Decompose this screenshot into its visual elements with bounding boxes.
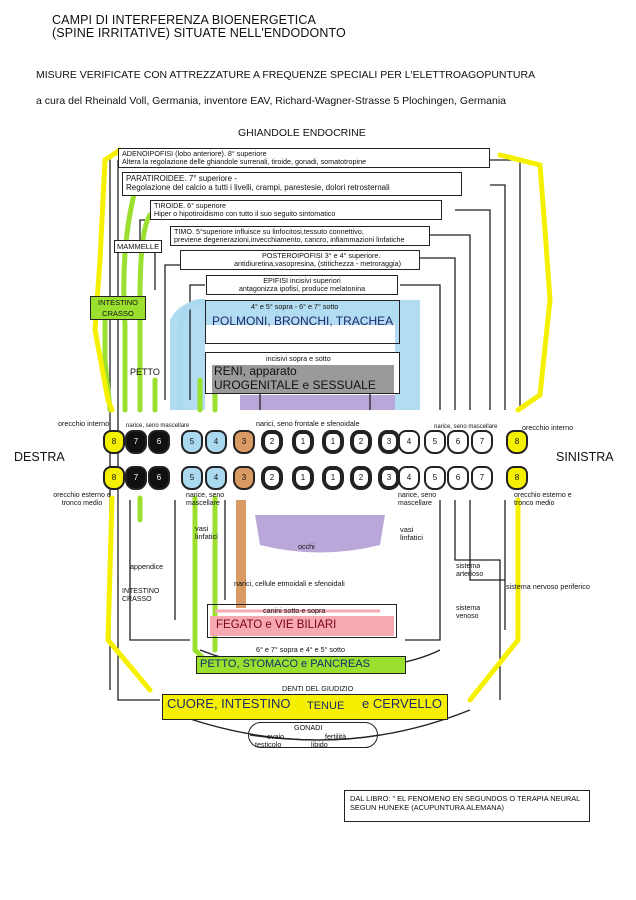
teeth_upper-tooth: 8 — [506, 430, 528, 454]
teeth_upper-tooth: 5 — [181, 430, 203, 454]
label-sistema-nervoso: sistema nervoso periferico — [506, 582, 590, 591]
teeth_upper-tooth: 5 — [424, 430, 446, 454]
label-sistema-arterioso: sistema arterioso — [456, 563, 484, 578]
label-sinistra: SINISTRA — [556, 450, 614, 464]
book-note: DAL LIBRO: " EL FENOMENO EN SEGUNDOS O T… — [344, 790, 590, 822]
teeth_lower-tooth: 6 — [447, 466, 469, 490]
teeth_upper-tooth: 2 — [350, 430, 372, 454]
teeth_upper-tooth: 6 — [447, 430, 469, 454]
teeth_lower-tooth: 5 — [181, 466, 203, 490]
teeth_upper-tooth: 3 — [233, 430, 255, 454]
label-narici-frontale: narici, seno frontale e sfenoidale — [256, 419, 360, 428]
label-narice-seno-upper-right: narice, seno mascellare — [434, 424, 498, 430]
subtitle: MISURE VERIFICATE CON ATTREZZATURE A FRE… — [36, 69, 536, 81]
label-orecchio-interno-right: orecchio interno — [522, 423, 574, 432]
label-sistema-venoso: sistema venoso — [456, 605, 481, 620]
teeth_lower-tooth: 1 — [322, 466, 344, 490]
teeth_upper-tooth: 7 — [125, 430, 147, 454]
box-polmoni: 4° e 5° sopra - 6° e 7° sotto POLMONI, B… — [205, 300, 400, 344]
teeth_upper-tooth: 3 — [378, 430, 400, 454]
teeth_upper-tooth: 7 — [471, 430, 493, 454]
box-reni: incisivi sopra e sotto RENI, apparato UR… — [205, 352, 400, 394]
teeth_upper-tooth: 2 — [261, 430, 283, 454]
teeth_upper-tooth: 4 — [398, 430, 420, 454]
teeth_lower-tooth: 7 — [471, 466, 493, 490]
label-narice-seno-upper-left: narice, seno mascellare — [126, 423, 190, 429]
teeth_lower-tooth: 7 — [125, 466, 147, 490]
credit: a cura del Rheinald Voll, Germania, inve… — [36, 95, 507, 107]
teeth_upper-tooth: 8 — [103, 430, 125, 454]
teeth_upper-tooth: 1 — [292, 430, 314, 454]
label-vasi-left: vasi linfatici — [195, 524, 218, 542]
label-mammelle: MAMMELLE — [114, 240, 163, 253]
teeth_lower-tooth: 4 — [205, 466, 227, 490]
label-destra: DESTRA — [14, 450, 65, 464]
label-narice-seno-lower-right: narice, seno mascellare — [398, 492, 437, 507]
teeth_lower-tooth: 5 — [424, 466, 446, 490]
box-fegato: canini sotto e sopra FEGATO e VIE BILIAR… — [207, 604, 397, 638]
box-petto: 6° e 7° sopra e 4° e 5° sotto PETTO, STO… — [196, 646, 408, 674]
label-narici-cellule: narici, cellule etmoidali e sfenoidali — [234, 579, 345, 588]
label-occhi: occhi — [298, 542, 315, 551]
teeth_lower-tooth: 2 — [350, 466, 372, 490]
teeth_upper-tooth: 6 — [148, 430, 170, 454]
page-title: CAMPI DI INTERFERENZA BIOENERGETICA (SPI… — [52, 13, 346, 41]
gland-timo: TIMO. 5°superiore influisce su linfocito… — [170, 226, 430, 246]
gland-posteroipofisi: POSTEROIPOFISI 3° e 4° superiore.antidiu… — [180, 250, 420, 270]
label-orecchio-esterno-left: orecchio esterno e tronco medio — [53, 492, 111, 508]
label-appendice: appendice — [130, 562, 164, 571]
teeth_lower-tooth: 3 — [233, 466, 255, 490]
label-orecchio-esterno-right: orecchio esterno e tronco medio — [514, 492, 572, 508]
label-intestino-crasso-lower: INTESTINO CRASSO — [122, 588, 160, 603]
label-petto: PETTO — [130, 367, 160, 377]
teeth_lower-tooth: 2 — [261, 466, 283, 490]
teeth_lower-tooth: 4 — [398, 466, 420, 490]
teeth_lower-tooth: 8 — [103, 466, 125, 490]
teeth_upper-tooth: 4 — [205, 430, 227, 454]
label-orecchio-interno-left: orecchio interno — [58, 419, 110, 428]
teeth_lower-tooth: 8 — [506, 466, 528, 490]
teeth_lower-tooth: 3 — [378, 466, 400, 490]
gland-paratiroidee: PARATIROIDEE. 7° superiore -Regolazione … — [122, 172, 462, 196]
ghiandole-heading: GHIANDOLE ENDOCRINE — [238, 127, 366, 139]
label-narice-seno-lower-left: narice, seno mascellare — [186, 492, 225, 507]
gland-adenoipofisi: ADENOIPOFISI (lobo anteriore). 8° superi… — [118, 148, 490, 168]
label-vasi-right: vasi linfatici — [400, 525, 423, 543]
label-intestino-crasso: INTESTINO CRASSO — [90, 296, 146, 320]
teeth_upper-tooth: 1 — [322, 430, 344, 454]
box-gonadi: GONADI ovaio fertilità testicolo libido — [248, 722, 378, 748]
teeth_lower-tooth: 1 — [292, 466, 314, 490]
teeth_lower-tooth: 6 — [148, 466, 170, 490]
box-cuore: DENTI DEL GIUDIZIO CUORE, INTESTINO TENU… — [162, 684, 448, 722]
